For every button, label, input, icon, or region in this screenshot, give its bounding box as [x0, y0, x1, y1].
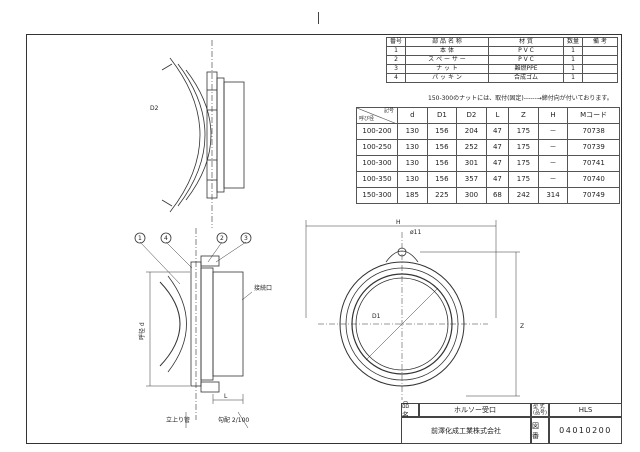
- d1-label: D1: [372, 313, 381, 320]
- riser-label: 立上り管: [166, 416, 190, 424]
- table-cell: 70749: [567, 187, 620, 204]
- model-value: HLS: [549, 403, 622, 417]
- corner-bottom-label: 呼び径: [359, 116, 375, 122]
- connection-label: 接続口: [254, 284, 272, 292]
- drawing-number-label: 図 番: [531, 417, 549, 444]
- gradient-label: 勾配 2/100: [218, 416, 249, 424]
- company-name: 前澤化成工業株式会社: [401, 417, 531, 444]
- nominal-d-label: 呼径 d: [138, 322, 146, 340]
- name-label: 品 名: [401, 401, 419, 419]
- model-label: 型 式 (品号): [531, 403, 549, 417]
- side-section-view: [134, 228, 253, 429]
- corner-top-label: 記号: [383, 108, 394, 114]
- title-block: 品 名 ホルソー受口 型 式 (品号) HLS 前澤化成工業株式会社 図 番 0…: [401, 401, 622, 444]
- table-cell: 68: [485, 187, 510, 204]
- front-view: [305, 220, 520, 400]
- name-value: ホルソー受口: [419, 403, 531, 417]
- phi-label: ø11: [410, 229, 421, 236]
- h-label: H: [396, 219, 401, 226]
- balloon-4: 4: [164, 235, 168, 242]
- balloon-2: 2: [220, 235, 224, 242]
- balloon-3: 3: [244, 235, 248, 242]
- dims-corner-cell: 記号 呼び径: [356, 107, 398, 124]
- dims-table-header: 記号 呼び径 d D1 D2 L Z H Mコード: [356, 107, 620, 124]
- table-cell: 70740: [567, 171, 620, 188]
- z-label: Z: [520, 323, 524, 330]
- l-label: L: [224, 393, 228, 400]
- d2-label: D2: [150, 105, 159, 112]
- top-side-view: [161, 40, 245, 228]
- corner-diagonal: [357, 108, 397, 124]
- table-cell: [582, 73, 618, 83]
- center-mark: [318, 12, 319, 24]
- balloon-1: 1: [138, 235, 142, 242]
- table-cell: 150-300: [356, 187, 398, 204]
- drawing-number: 04010200: [549, 417, 622, 444]
- drawing-frame: [26, 34, 622, 444]
- nut-note: 150-300のナットには、取付(固定)------→締付向が付いております。: [428, 95, 613, 102]
